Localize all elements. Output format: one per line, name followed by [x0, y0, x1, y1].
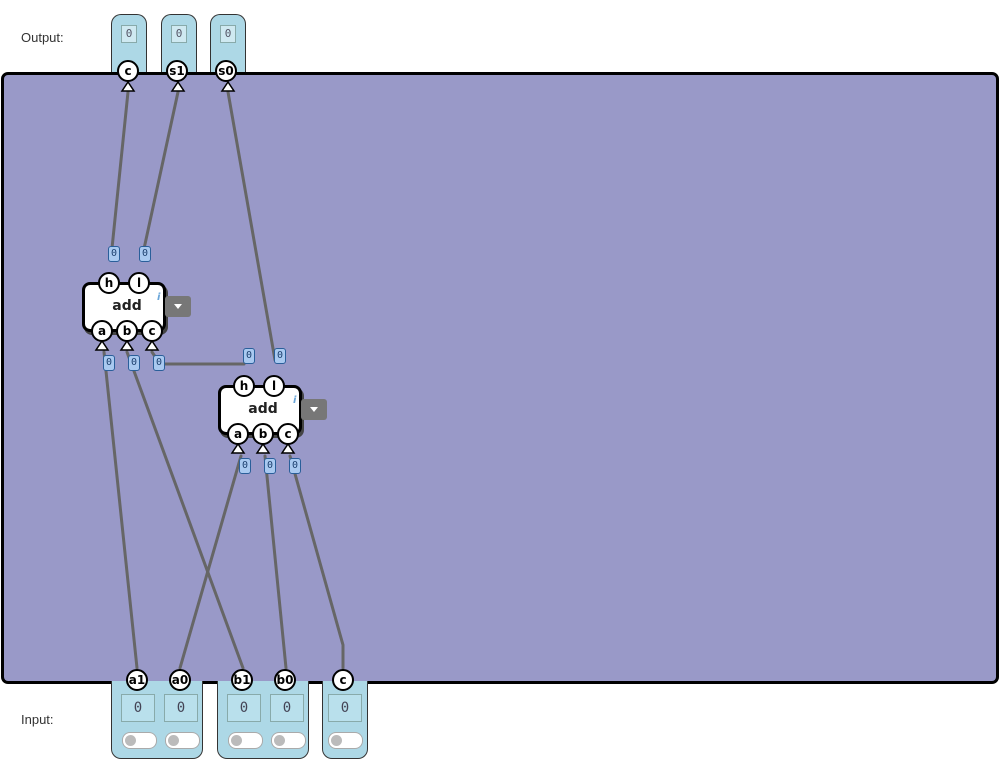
- input-port-b0[interactable]: b0: [274, 669, 296, 691]
- gate-1-port-c[interactable]: c: [141, 320, 163, 342]
- output-card-s0: 0: [210, 14, 246, 73]
- wire-b1-to-gate1b: [125, 350, 245, 670]
- wire-b0-to-gate2b: [263, 454, 288, 670]
- gate-2-port-b[interactable]: b: [252, 423, 274, 445]
- toggle-c[interactable]: [328, 732, 363, 749]
- gate-1-menu-button[interactable]: [165, 296, 191, 317]
- gate-1-port-b[interactable]: b: [116, 320, 138, 342]
- arrow-g1-b: [119, 339, 135, 351]
- wire-c-to-gate2c: [288, 454, 345, 670]
- output-value-c: 0: [121, 25, 137, 43]
- toggle-b0[interactable]: [271, 732, 306, 749]
- wire-value-badge: 0: [239, 458, 251, 474]
- gate-title: add: [248, 401, 278, 417]
- output-label: Output:: [21, 30, 64, 45]
- input-group-c: 0: [322, 681, 368, 759]
- input-port-b1[interactable]: b1: [231, 669, 253, 691]
- input-value-b1: 0: [227, 694, 261, 722]
- arrow-g2-a: [230, 442, 246, 454]
- arrow-g2-b: [255, 442, 271, 454]
- info-icon[interactable]: i: [157, 292, 161, 303]
- wire-value-badge: 0: [153, 355, 165, 371]
- gate-2-port-c[interactable]: c: [277, 423, 299, 445]
- wire-value-badge: 0: [139, 246, 151, 262]
- gate-2-port-l[interactable]: l: [263, 375, 285, 397]
- toggle-a1[interactable]: [122, 732, 157, 749]
- wire-value-badge: 0: [289, 458, 301, 474]
- output-port-s1[interactable]: s1: [166, 60, 188, 82]
- circuit-canvas[interactable]: [1, 72, 999, 684]
- arrow-g1-a: [94, 339, 110, 351]
- info-icon[interactable]: i: [293, 395, 297, 406]
- arrow-out-s1: [170, 80, 186, 92]
- gate-2-port-a[interactable]: a: [227, 423, 249, 445]
- output-value-s0: 0: [220, 25, 236, 43]
- output-port-c[interactable]: c: [117, 60, 139, 82]
- wire-value-badge: 0: [103, 355, 115, 371]
- wire-value-badge: 0: [108, 246, 120, 262]
- wire-value-badge: 0: [274, 348, 286, 364]
- gate-1-port-a[interactable]: a: [91, 320, 113, 342]
- gate-1-port-h[interactable]: h: [98, 272, 120, 294]
- input-label: Input:: [21, 712, 54, 727]
- toggle-b1[interactable]: [228, 732, 263, 749]
- gate-2-menu-button[interactable]: [301, 399, 327, 420]
- arrow-g2-c: [280, 442, 296, 454]
- arrow-g1-c: [144, 339, 160, 351]
- arrow-out-c: [120, 80, 136, 92]
- input-port-a1[interactable]: a1: [126, 669, 148, 691]
- input-group-a: 0 0: [111, 681, 203, 759]
- arrow-out-s0: [220, 80, 236, 92]
- input-value-a0: 0: [164, 694, 198, 722]
- wire-gate1l-to-s1: [140, 90, 180, 260]
- input-port-c[interactable]: c: [332, 669, 354, 691]
- input-port-a0[interactable]: a0: [169, 669, 191, 691]
- toggle-a0[interactable]: [165, 732, 200, 749]
- wire-a0-to-gate2a: [178, 454, 243, 670]
- wire-gate1h-to-c: [109, 90, 130, 260]
- gate-title: add: [112, 298, 142, 314]
- output-value-s1: 0: [171, 25, 187, 43]
- input-group-b: 0 0: [217, 681, 309, 759]
- wire-value-badge: 0: [128, 355, 140, 371]
- input-value-b0: 0: [270, 694, 304, 722]
- gate-1-port-l[interactable]: l: [128, 272, 150, 294]
- wire-value-badge: 0: [264, 458, 276, 474]
- output-port-s0[interactable]: s0: [215, 60, 237, 82]
- wire-gate2l-to-s0: [226, 90, 277, 362]
- wire-value-badge: 0: [243, 348, 255, 364]
- input-value-a1: 0: [121, 694, 155, 722]
- wire-gate2h-to-gate1c: [150, 350, 246, 366]
- wire-a1-to-gate1a: [102, 350, 139, 670]
- input-value-c: 0: [328, 694, 362, 722]
- gate-2-port-h[interactable]: h: [233, 375, 255, 397]
